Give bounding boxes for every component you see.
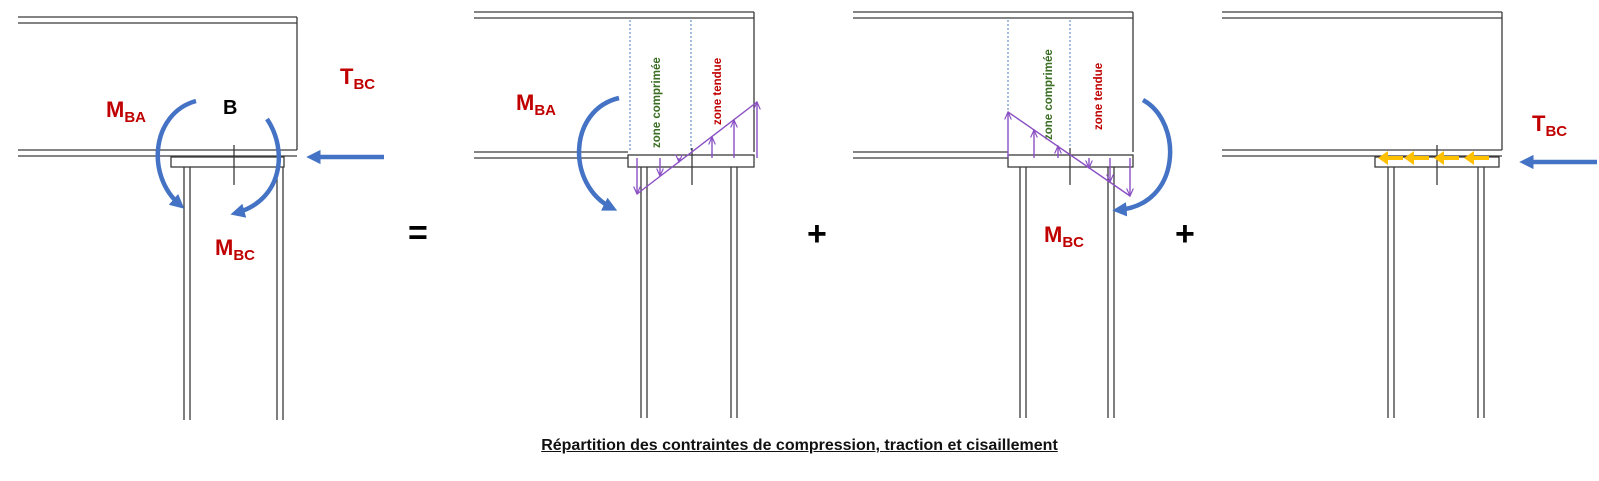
beam-top	[853, 11, 1134, 159]
plus-operator-2: +	[1175, 215, 1195, 253]
beam-top	[474, 11, 755, 159]
column	[1019, 167, 1115, 418]
panel-4-shear: TBC	[1222, 11, 1597, 418]
t-bc-label: TBC	[340, 64, 375, 93]
m-bc-label: MBC	[215, 235, 255, 264]
panel-3-moment-bc: zone comprimée zone tendue MBC	[853, 11, 1173, 418]
moment-ba-arrow	[576, 95, 620, 211]
equals-operator: =	[408, 214, 428, 252]
figure-caption: Répartition des contraintes de compressi…	[0, 437, 1599, 455]
stress-diagram	[637, 102, 757, 194]
beam-top	[18, 16, 298, 157]
zone-tendue-label: zone tendue	[712, 58, 724, 125]
shear-arrow-icon	[1464, 151, 1489, 165]
shear-arrow-icon	[1434, 151, 1459, 165]
shear-stress-arrows	[1378, 151, 1489, 165]
node-b-label: B	[223, 97, 237, 119]
m-ba-label: MBA	[106, 97, 146, 126]
m-bc-label: MBC	[1044, 222, 1084, 251]
zone-tendue-label: zone tendue	[1093, 63, 1105, 130]
moment-bc-arrow	[230, 117, 281, 218]
t-bc-label: TBC	[1532, 111, 1567, 140]
bearing-plate	[170, 145, 285, 185]
moment-bc-arrow	[1112, 98, 1173, 217]
column	[1387, 167, 1485, 418]
panel-2-moment-ba: zone comprimée zone tendue MBA	[474, 11, 757, 418]
plus-operator-1: +	[807, 215, 827, 253]
bearing-plate	[627, 148, 755, 185]
m-ba-label: MBA	[516, 90, 556, 119]
caption-text: Répartition des contraintes de compressi…	[541, 437, 1058, 454]
shear-arrow-icon	[1404, 151, 1429, 165]
panel-1-full-node: MBA B MBC TBC	[18, 16, 384, 420]
stress-diagram	[1008, 112, 1130, 196]
shear-arrow-icon	[1378, 151, 1403, 165]
zone-comprimee-label: zone comprimée	[651, 57, 663, 148]
zone-comprimee-label: zone comprimée	[1043, 49, 1055, 140]
column	[640, 167, 738, 418]
beam-top	[1222, 11, 1503, 157]
column	[183, 167, 284, 420]
moment-ba-arrow	[155, 98, 197, 209]
